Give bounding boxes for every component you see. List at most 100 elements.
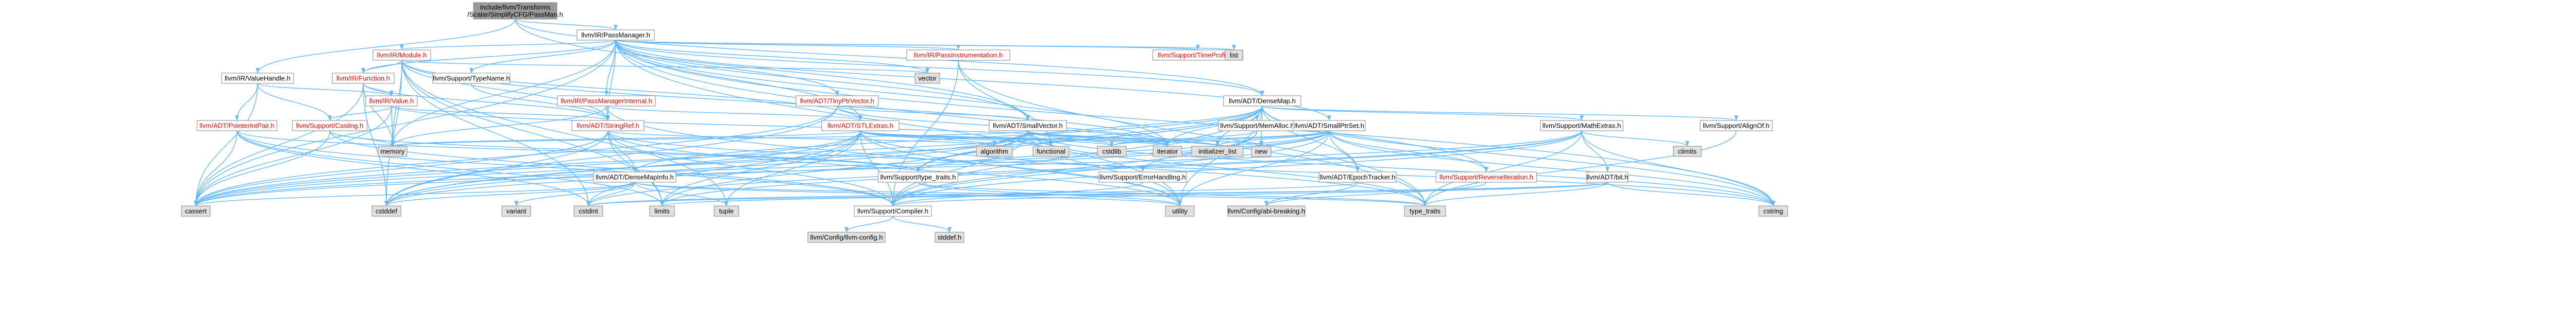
node-epochtracker[interactable]: llvm/ADT/EpochTracker.h (1318, 171, 1397, 183)
edge-passmanager-to-stringref (606, 40, 616, 121)
edge-passmanager-to-tinyptr (615, 40, 839, 96)
edge-smallvector-to-limits (660, 130, 1028, 206)
node-label-densemapinfo: llvm/ADT/DenseMapInfo.h (596, 173, 674, 181)
edge-stlextras-to-cassert (194, 130, 861, 206)
node-box-vector (914, 73, 940, 84)
node-box-cstdlib (1097, 146, 1127, 157)
node-box-stlextras (821, 120, 900, 131)
node-label-module: llvm/IR/Module.h (377, 51, 427, 59)
edge-module-to-cstddef (384, 60, 402, 206)
node-box-stddef (935, 232, 964, 243)
node-box-alignof (1700, 120, 1773, 131)
edge-smallvector-to-cstring (1027, 130, 1775, 206)
node-reverseiter[interactable]: llvm/Support/ReverseIteration.h (1435, 171, 1537, 183)
edge-stlextras-to-functional (860, 130, 1053, 147)
node-typename[interactable]: llvm/Support/TypeName.h (432, 73, 511, 84)
node-densemapinfo[interactable]: llvm/ADT/DenseMapInfo.h (593, 171, 676, 183)
node-box-smallvector (989, 120, 1067, 131)
node-label-new: new (1255, 148, 1267, 155)
node-timeprofiler[interactable]: llvm/Support/TimeProfiler.h (1152, 49, 1244, 61)
node-errorhandling[interactable]: llvm/Support/ErrorHandling.h (1098, 171, 1187, 183)
node-typetraits[interactable]: llvm/Support/type_traits.h (877, 171, 959, 183)
node-label-functional: functional (1037, 148, 1065, 155)
node-label-utility: utility (1172, 207, 1188, 215)
node-list: list (1225, 49, 1243, 61)
node-compiler[interactable]: llvm/Support/Compiler.h (854, 205, 932, 217)
node-pointerintpair[interactable]: llvm/ADT/PointerIntPair.h (196, 120, 278, 131)
node-label-compiler: llvm/Support/Compiler.h (857, 207, 928, 215)
node-mathextras[interactable]: llvm/Support/MathExtras.h (1540, 120, 1623, 131)
edge-valuehandle-to-cassert (194, 83, 258, 206)
node-box-smallptrset (1293, 120, 1366, 131)
node-stlextras[interactable]: llvm/ADT/STLExtras.h (821, 120, 900, 131)
node-smallvector[interactable]: llvm/ADT/SmallVector.h (989, 120, 1067, 131)
node-alignof[interactable]: llvm/Support/AlignOf.h (1700, 120, 1773, 131)
edge-smallvector-to-memory (391, 130, 1028, 147)
node-passinstr[interactable]: llvm/IR/PassInstrumentation.h (906, 49, 1010, 61)
node-box-memory (378, 146, 408, 157)
node-label-stlextras: llvm/ADT/STLExtras.h (827, 122, 893, 130)
node-function[interactable]: llvm/IR/Function.h (332, 73, 395, 84)
node-label-typename: llvm/Support/TypeName.h (433, 75, 510, 82)
node-passmanager[interactable]: llvm/IR/PassManager.h (577, 29, 655, 41)
edge-passinstr-to-functional (958, 60, 1053, 147)
edge-memalloc-to-cstdlib (1110, 130, 1258, 147)
node-box-utility (1165, 205, 1195, 217)
edge-tinyptr-to-cstddef (384, 106, 838, 206)
node-utility: utility (1165, 205, 1195, 217)
node-box-typetraits (877, 171, 959, 183)
node-label-tinyptr: llvm/ADT/TinyPtrVector.h (800, 97, 874, 105)
edge-stlextras-to-tuple (724, 130, 861, 206)
node-smallptrset[interactable]: llvm/ADT/SmallPtrSet.h (1293, 120, 1366, 131)
node-valuehandle[interactable]: llvm/IR/ValueHandle.h (221, 73, 294, 84)
node-stringref[interactable]: llvm/ADT/StringRef.h (571, 120, 645, 131)
node-box-iterator (1153, 146, 1182, 157)
node-pmi[interactable]: llvm/IR/PassManagerInternal.h (557, 95, 656, 107)
node-tinyptr[interactable]: llvm/ADT/TinyPtrVector.h (795, 95, 879, 107)
node-label-initlist: initializer_list (1198, 148, 1236, 155)
node-vector: vector (914, 73, 940, 84)
edge-densemapinfo-to-utility (634, 182, 1182, 206)
edge-mathextras-to-limits (660, 130, 1582, 206)
node-box-tinyptr (795, 95, 879, 107)
node-root[interactable]: include/llvm/Transforms/Scalar/SimplifyC… (467, 2, 563, 20)
node-variant: variant (501, 205, 531, 217)
node-limits: limits (649, 205, 675, 217)
edge-stlextras-to-cstdint (586, 130, 861, 206)
node-box-new (1251, 146, 1272, 157)
node-box-passinstr (906, 49, 1010, 61)
node-densemap[interactable]: llvm/ADT/DenseMap.h (1223, 95, 1301, 107)
edge-passmanager-to-memory (391, 40, 616, 147)
node-label-cstring: cstring (1764, 207, 1783, 215)
edge-smallptrset-to-cstdlib (1110, 130, 1330, 147)
node-label-function: llvm/IR/Function.h (336, 75, 390, 82)
edge-alignof-to-typetraitsstd (1423, 130, 1737, 206)
edge-compiler-to-stddef (892, 216, 952, 233)
node-casting[interactable]: llvm/Support/Casting.h (292, 120, 368, 131)
node-value[interactable]: llvm/IR/Value.h (365, 95, 418, 107)
node-label-smallvector: llvm/ADT/SmallVector.h (993, 122, 1063, 130)
node-cstdint: cstdint (573, 205, 603, 217)
node-box-densemapinfo (593, 171, 676, 183)
node-box-epochtracker (1318, 171, 1397, 183)
node-label-cassert: cassert (185, 207, 207, 215)
node-label-vector: vector (918, 75, 937, 82)
edge-densemap-to-reverseiter (1262, 106, 1488, 172)
edge-valuehandle-to-casting (257, 83, 332, 121)
node-label-pmi: llvm/IR/PassManagerInternal.h (561, 97, 652, 105)
node-label-memory: memory (381, 148, 405, 155)
node-label-mathextras: llvm/Support/MathExtras.h (1543, 122, 1621, 130)
edge-tinyptr-to-smallvector (837, 106, 1030, 121)
node-configabi: llvm/Config/abi-breaking.h (1227, 205, 1306, 217)
node-module[interactable]: llvm/IR/Module.h (372, 49, 431, 61)
node-bit[interactable]: llvm/ADT/bit.h (1586, 171, 1629, 183)
edge-densemapinfo-to-cassert (194, 182, 635, 206)
edge-stringref-to-limits (607, 130, 664, 206)
edge-pointerintpair-to-typetraits (236, 130, 920, 172)
node-label-stringref: llvm/ADT/StringRef.h (577, 122, 639, 130)
node-memalloc[interactable]: llvm/Support/MemAlloc.h (1218, 120, 1296, 131)
edge-smallptrset-to-compiler (891, 130, 1330, 206)
node-box-errorhandling (1098, 171, 1187, 183)
node-stddef: stddef.h (935, 232, 964, 243)
node-label-algorithm: algorithm (980, 148, 1008, 155)
